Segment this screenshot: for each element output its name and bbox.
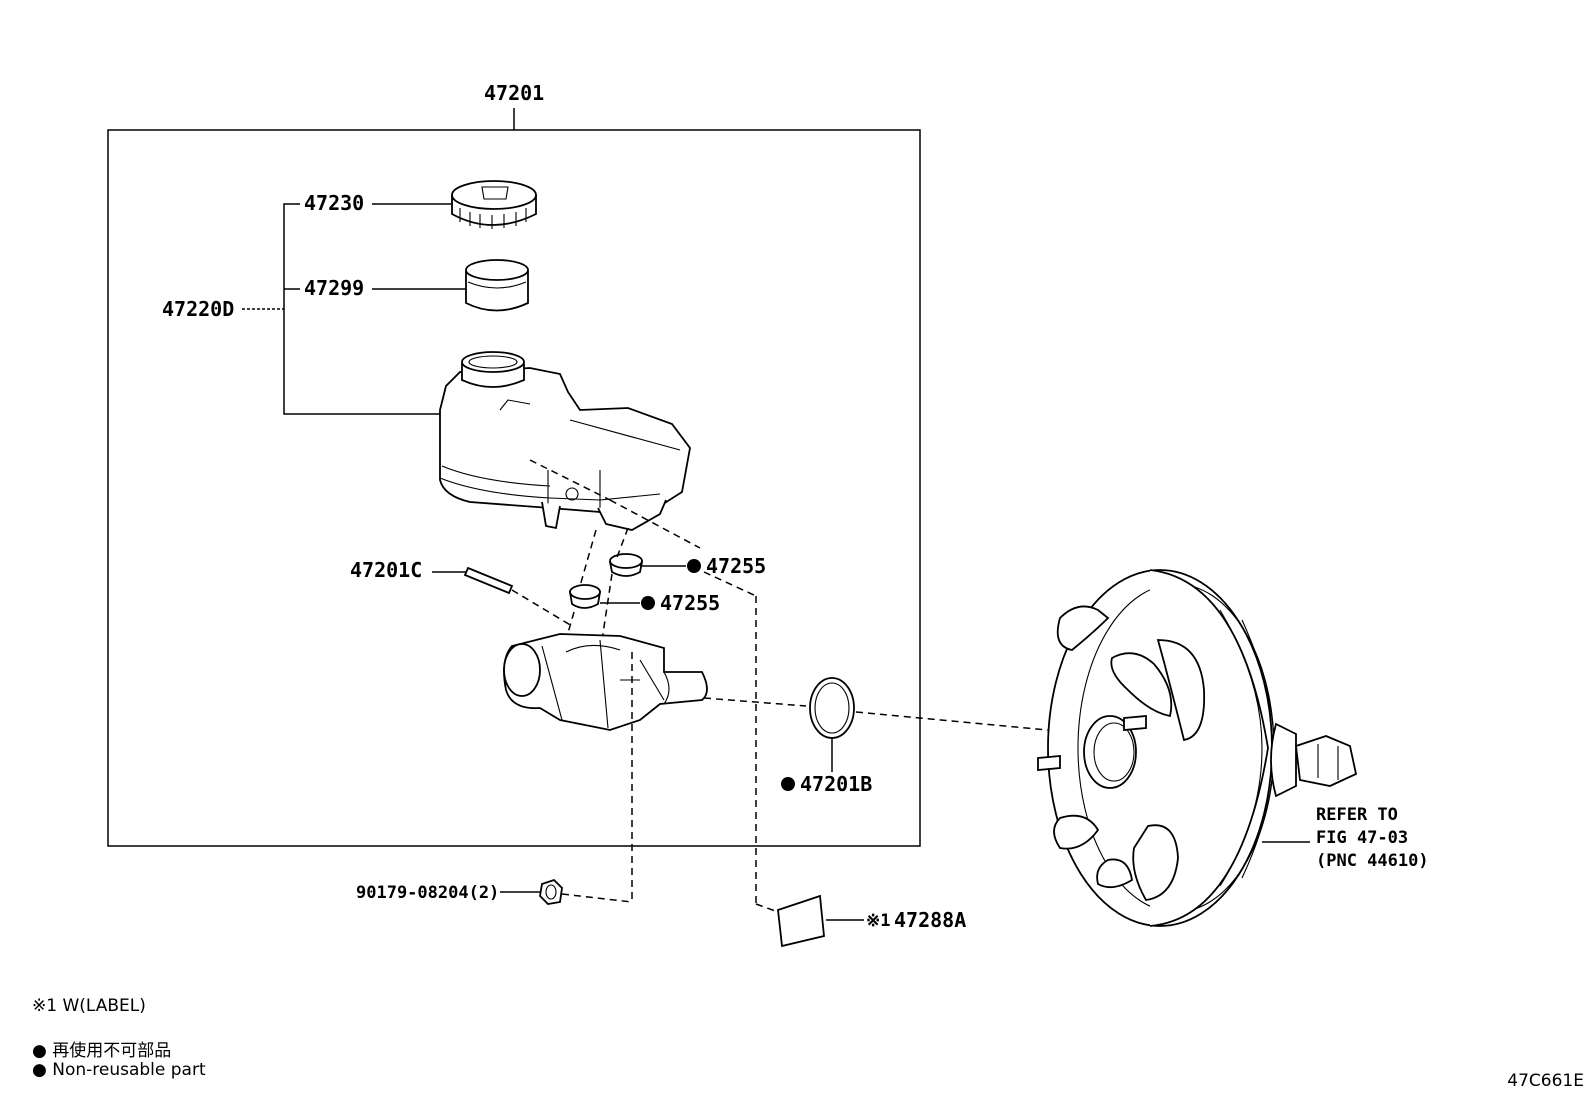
master-cylinder-icon: [503, 633, 708, 731]
legend-non-reusable-jp: ● 再使用不可部品: [32, 1041, 172, 1061]
label-47201C[interactable]: 47201C: [350, 558, 422, 582]
grommet-lower-icon: [568, 584, 602, 609]
label-mark-1: ※1: [866, 911, 890, 931]
nut-icon: [539, 878, 563, 905]
refer-line-3[interactable]: (PNC 44610): [1316, 851, 1429, 871]
figure-code: 47C661E: [1507, 1071, 1584, 1091]
grommet-upper-icon: [608, 553, 644, 577]
non-reusable-mark-upper: [687, 559, 701, 573]
oring-icon: [809, 677, 855, 739]
label-47201[interactable]: 47201: [484, 81, 544, 105]
non-reusable-mark-oring: [781, 777, 795, 791]
legend-non-reusable-en: ● Non-reusable part: [32, 1060, 206, 1080]
brake-booster-icon: [1037, 569, 1358, 927]
legend-note-label: ※1 W(LABEL): [32, 996, 146, 1016]
label-90179-08204[interactable]: 90179-08204(2): [356, 883, 499, 903]
refer-line-2[interactable]: FIG 47-03: [1316, 828, 1408, 848]
label-47255-upper[interactable]: 47255: [706, 554, 766, 578]
label-47220D[interactable]: 47220D: [162, 297, 234, 321]
label-47201B[interactable]: 47201B: [800, 772, 872, 796]
label-47288A[interactable]: 47288A: [894, 908, 966, 932]
reservoir-cap-icon: [451, 180, 537, 229]
label-47299[interactable]: 47299: [304, 276, 364, 300]
label-sticker-icon: [777, 894, 825, 948]
strainer-icon: [465, 259, 529, 312]
refer-line-1: REFER TO: [1316, 805, 1398, 825]
label-47230[interactable]: 47230: [304, 191, 364, 215]
label-47255-lower[interactable]: 47255: [660, 591, 720, 615]
reservoir-tank-icon: [439, 351, 691, 531]
non-reusable-mark-lower: [641, 596, 655, 610]
pin-icon: [463, 566, 514, 595]
